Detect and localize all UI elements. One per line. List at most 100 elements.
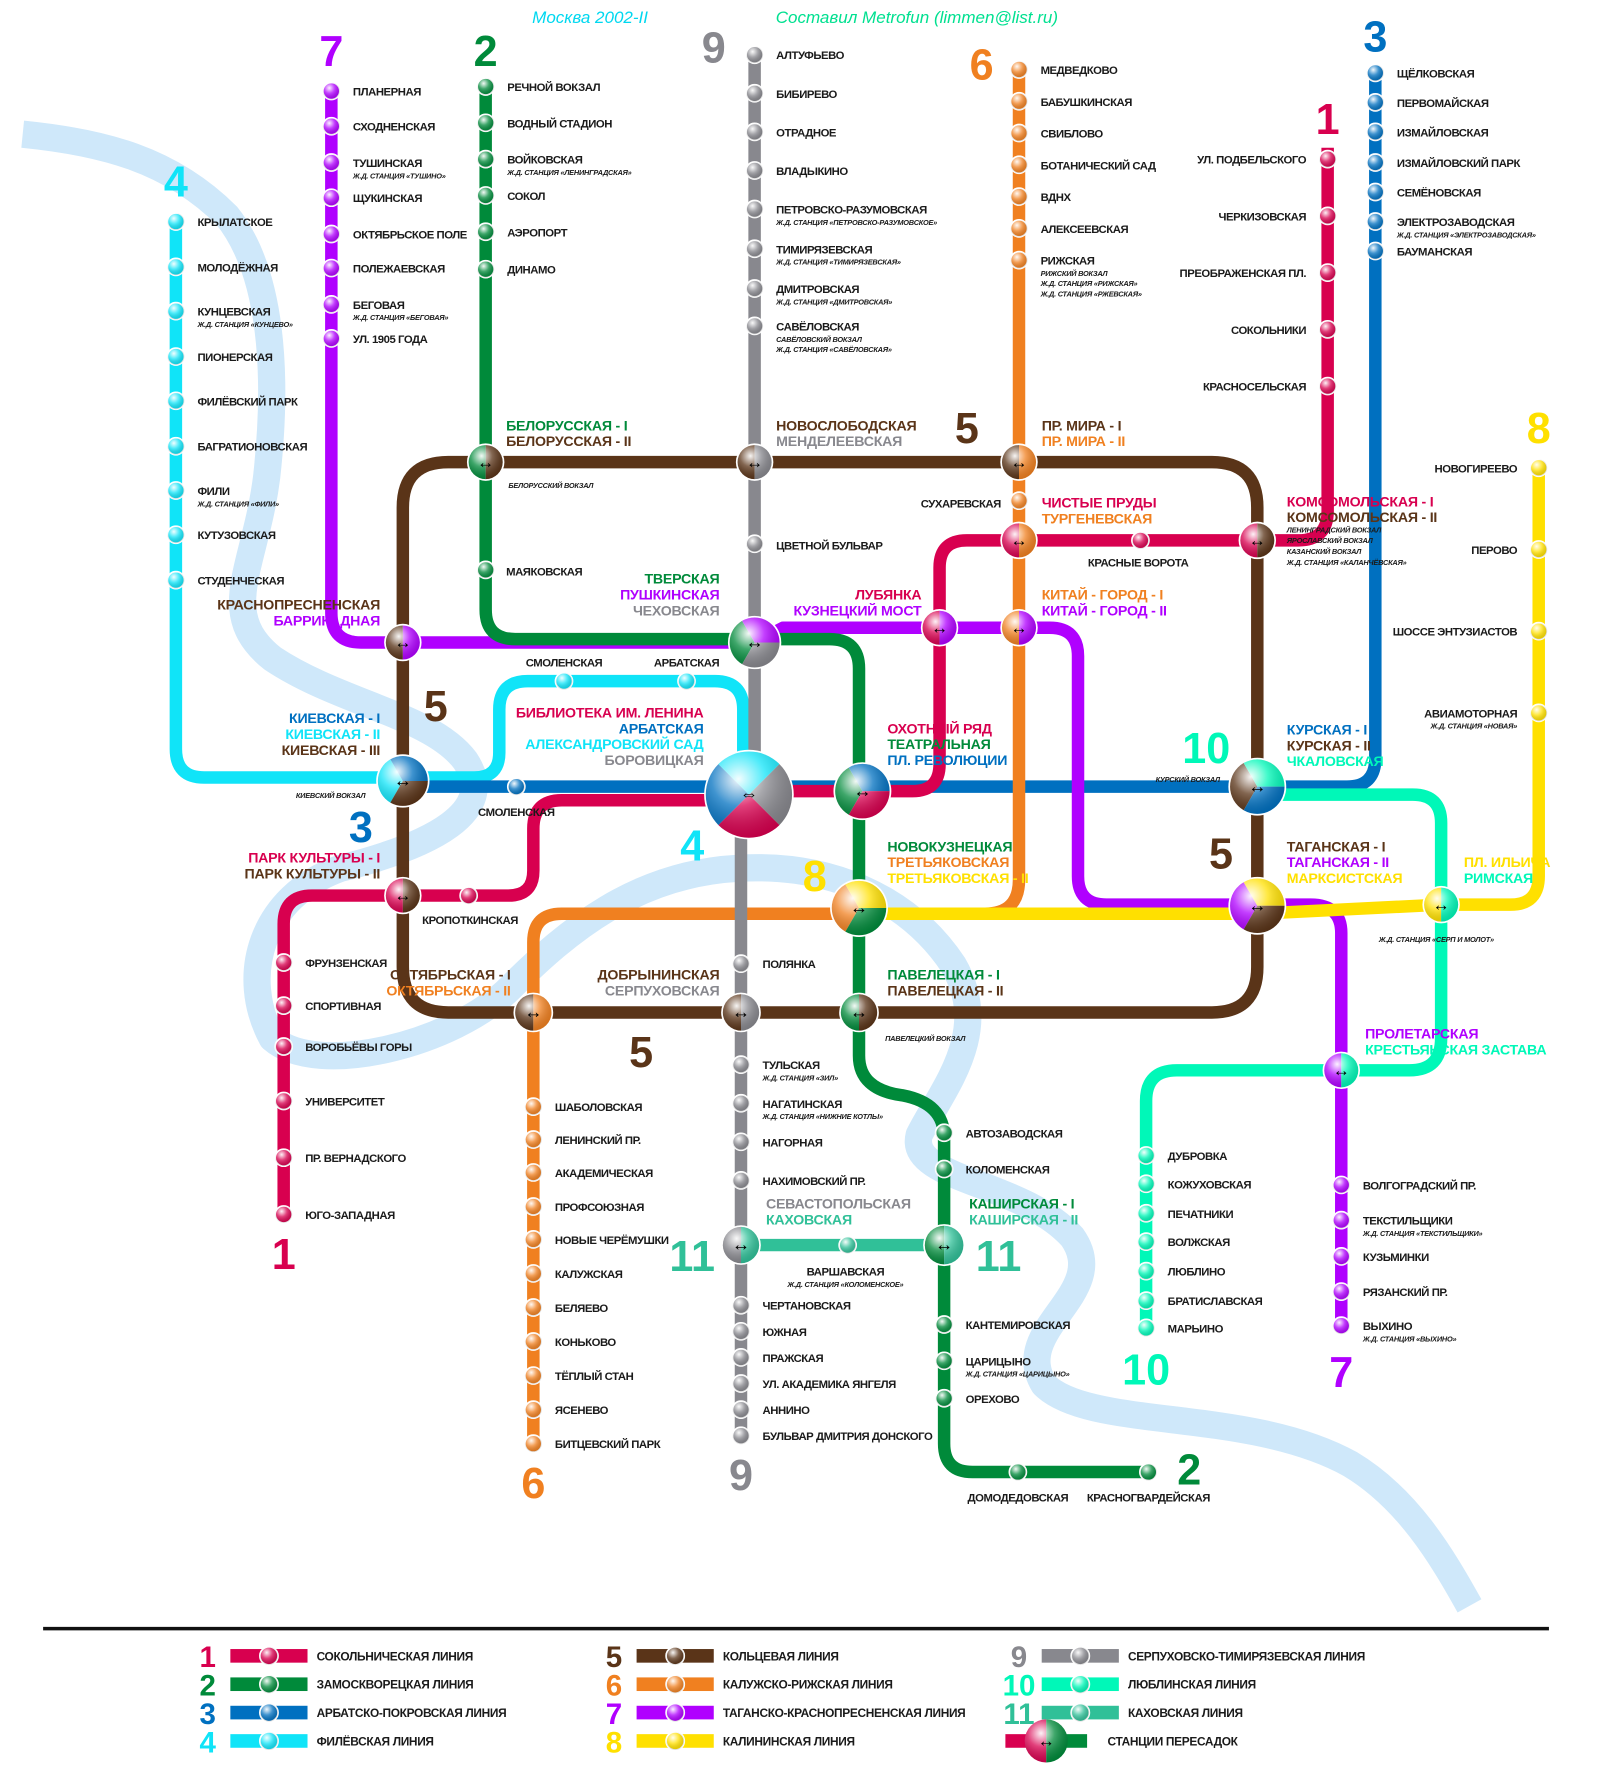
station-label: КРОПОТКИНСКАЯ bbox=[422, 915, 518, 927]
transfer-station[interactable]: ↔ bbox=[735, 443, 774, 481]
line-number-badge: 4 bbox=[164, 159, 188, 207]
line-5-track bbox=[396, 455, 1264, 1019]
transfer-station[interactable]: ↔ bbox=[1228, 876, 1287, 935]
station-marker-shine bbox=[275, 1205, 293, 1223]
station-marker-shine bbox=[1010, 251, 1028, 269]
station-note: Ж.Д. СТАНЦИЯ «НИЖНИЕ КОТЛЫ» bbox=[762, 1112, 883, 1121]
transfer-station[interactable]: ↔ bbox=[923, 1224, 966, 1267]
station-label: КУНЦЕВСКАЯ bbox=[197, 307, 270, 319]
legend-line-number: 3 bbox=[199, 1698, 215, 1731]
station-label: ПЕРОВО bbox=[1471, 545, 1518, 557]
station-label: ОКТЯБРЬСКОЕ ПОЛЕ bbox=[353, 230, 468, 242]
transfer-station[interactable]: ↔ bbox=[376, 754, 430, 808]
station-label: БАУМАНСКАЯ bbox=[1397, 247, 1472, 259]
transfer-station[interactable]: ↔ bbox=[1422, 885, 1460, 924]
transfer-station[interactable]: ⇔ bbox=[704, 749, 794, 840]
transfer-station[interactable]: ↔ bbox=[1000, 443, 1038, 481]
station-label: АЭРОПОРТ bbox=[507, 227, 567, 239]
transfer-arrow-icon: ↔ bbox=[732, 1235, 750, 1255]
station-marker-shine bbox=[732, 1375, 750, 1393]
station-label: КУТУЗОВСКАЯ bbox=[197, 530, 275, 542]
transfer-station[interactable]: ↔ bbox=[1000, 521, 1038, 560]
transfer-stations: ↔ ↔ ↔ ↔ ↔ ↔ ↔ ↔ ↔ ↔ ⇔ ↔ ↔ ↔ ↔ ↔ ↔ ↔ ↔ ↔ ↔ ↔ ↔ bbox=[376, 443, 1460, 1267]
line-number-badge: 1 bbox=[1316, 96, 1340, 144]
transfer-station[interactable]: ↔ bbox=[1000, 609, 1038, 647]
transfer-station[interactable]: ↔ bbox=[1228, 757, 1287, 816]
line-3-track bbox=[402, 68, 1382, 793]
line-number-badge: 4 bbox=[680, 822, 704, 870]
transfer-label: ТАГАНСКАЯ - I bbox=[1287, 839, 1386, 855]
station-marker-shine bbox=[1137, 1175, 1155, 1193]
transfer-arrow-icon: ↔ bbox=[394, 771, 412, 791]
station-marker-shine bbox=[167, 526, 185, 544]
transfer-note: ЯРОСЛАВСКИЙ ВОКЗАЛ bbox=[1286, 536, 1374, 545]
map-credit: Составил Metrofun (limmen@list.ru) bbox=[776, 8, 1058, 27]
station-label: БАГРАТИОНОВСКАЯ bbox=[197, 442, 307, 454]
transfer-label: КОМСОМОЛЬСКАЯ - I bbox=[1287, 494, 1434, 510]
station-label: МАЯКОВСКАЯ bbox=[506, 567, 582, 579]
transfer-label: КАХОВСКАЯ bbox=[766, 1213, 852, 1229]
transfer-shine bbox=[377, 755, 428, 806]
station-marker-shine bbox=[1319, 264, 1337, 282]
transfer-station[interactable]: ↔ bbox=[1238, 521, 1277, 560]
legend-line-number: 10 bbox=[1003, 1670, 1036, 1703]
station-label: ВОЛГОГРАДСКИЙ ПР. bbox=[1363, 1179, 1476, 1192]
transfer-label: ОХОТНЫЙ РЯД bbox=[887, 719, 991, 737]
station-marker-shine bbox=[1131, 531, 1149, 549]
station-label: ВЛАДЫКИНО bbox=[776, 166, 848, 178]
transfer-station[interactable]: ↔ bbox=[727, 615, 782, 670]
station-marker-shine bbox=[524, 1163, 542, 1181]
station-label: ФРУНЗЕНСКАЯ bbox=[305, 958, 387, 970]
legend-station-shine bbox=[666, 1675, 685, 1694]
transfer-station[interactable]: ↔ bbox=[1322, 1051, 1360, 1090]
legend-line-name: ФИЛЁВСКАЯ ЛИНИЯ bbox=[317, 1733, 434, 1748]
moscow-river bbox=[21, 120, 1482, 1613]
station-marker-shine bbox=[1137, 1233, 1155, 1251]
transfer-label: КИЕВСКАЯ - II bbox=[285, 727, 380, 743]
transfer-station[interactable]: ↔ bbox=[830, 879, 888, 937]
station-marker-shine bbox=[1137, 1292, 1155, 1310]
station-label: РЯЗАНСКИЙ ПР. bbox=[1363, 1286, 1448, 1299]
transfer-station[interactable]: ↔ bbox=[513, 992, 554, 1033]
transfer-station[interactable]: ↔ bbox=[384, 623, 422, 662]
transfer-label: КИЕВСКАЯ - I bbox=[289, 711, 380, 727]
transfer-label: КРЕСТЬЯНСКАЯ ЗАСТАВА bbox=[1365, 1042, 1546, 1058]
station-label: ПЛАНЕРНАЯ bbox=[353, 87, 421, 99]
transfer-note: Ж.Д. СТАНЦИЯ «СЕРП И МОЛОТ» bbox=[1378, 935, 1494, 944]
transfer-arrow-icon: ↔ bbox=[477, 453, 494, 472]
transfer-station[interactable]: ↔ bbox=[721, 1225, 761, 1265]
legend-line-name: ЗАМОСКВОРЕЦКАЯ ЛИНИЯ bbox=[317, 1678, 474, 1692]
station-marker-shine bbox=[732, 955, 750, 973]
transfer-station[interactable]: ↔ bbox=[384, 876, 422, 915]
transfer-shine bbox=[1001, 523, 1037, 558]
transfer-station[interactable]: ↔ bbox=[839, 992, 879, 1033]
station-marker-shine bbox=[524, 1230, 542, 1248]
line-6-track bbox=[527, 66, 1026, 1444]
station-label: ЦАРИЦЫНО bbox=[966, 1356, 1032, 1368]
transfer-arrow-icon: ↔ bbox=[1038, 1732, 1055, 1751]
transfer-station[interactable]: ↔ bbox=[721, 992, 761, 1033]
station-marker-shine bbox=[1332, 1283, 1350, 1301]
transfer-station[interactable]: ↔ bbox=[466, 443, 505, 481]
line-number-badge: 9 bbox=[729, 1452, 753, 1500]
line-number-badge: 10 bbox=[1182, 725, 1230, 773]
station-marker-shine bbox=[1319, 150, 1337, 168]
transfer-arrow-icon: ↔ bbox=[1433, 895, 1450, 914]
transfer-label: КУЗНЕЦКИЙ МОСТ bbox=[794, 601, 922, 619]
station-marker-shine bbox=[322, 189, 340, 207]
station-label: ИЗМАЙЛОВСКАЯ bbox=[1397, 126, 1489, 139]
transfer-station[interactable]: ↔ bbox=[833, 762, 892, 821]
station-marker-shine bbox=[1332, 1317, 1350, 1335]
transfer-shine bbox=[705, 751, 793, 838]
transfer-arrow-icon: ↔ bbox=[931, 618, 948, 637]
line-number-badge: 9 bbox=[702, 25, 726, 73]
station-label: ВОРОБЬЁВЫ ГОРЫ bbox=[305, 1041, 412, 1054]
station-marker-shine bbox=[322, 295, 340, 313]
station-marker-shine bbox=[477, 260, 495, 278]
transfer-station[interactable]: ↔ bbox=[920, 609, 959, 647]
station-marker-shine bbox=[477, 223, 495, 241]
station-label: АННИНО bbox=[763, 1405, 811, 1417]
